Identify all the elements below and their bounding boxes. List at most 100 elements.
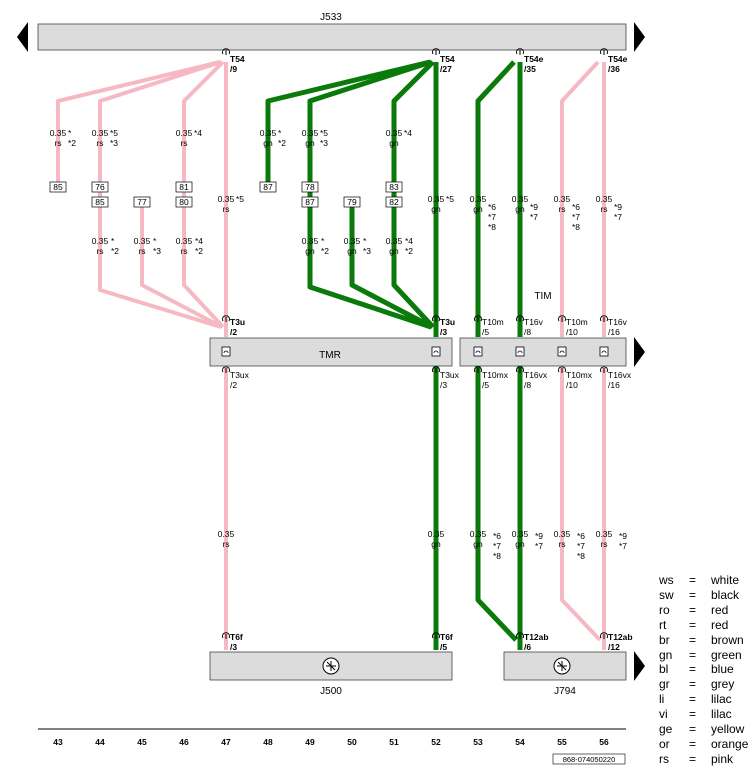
wire-label: 0.35 [428,194,445,204]
connector-icon [222,366,230,373]
column-number: 56 [599,737,609,747]
connector-layer [221,48,609,639]
legend-equals: = [689,677,697,692]
legend-row: vi=lilac [659,707,751,722]
legend-color-name: pink [711,751,734,766]
wire-label: 0.35 [134,236,151,246]
connector-icon [557,346,567,357]
wire-label: 0.35 [596,529,613,539]
wire-note: *2 [68,138,76,148]
column-number: 55 [557,737,567,747]
legend-row: or=orange [659,737,751,752]
legend-color-name: brown [711,632,744,647]
connector-top-label: T54e [608,54,628,64]
wire-note: *4 [405,236,413,246]
wire-label: 0.35 [386,128,403,138]
legend-equals: = [689,587,697,602]
arrow-right-icon[interactable] [634,22,645,52]
wire-note: *3 [153,246,161,256]
connector-arc [516,632,524,639]
legend-code: or [659,736,670,751]
component-tmr: TMR [209,337,453,367]
wire-note: * [111,236,115,246]
wire-label: 0.35 [176,128,193,138]
wire-label: 0.35 [554,194,571,204]
connector-frame [431,346,441,357]
wire-note: *7 [577,541,585,551]
wire-label: 0.35 [512,194,529,204]
wire-label: rs [54,138,61,148]
splice-box [301,196,319,208]
wire-note: *6 [572,202,580,212]
legend-equals: = [689,662,697,677]
connector-icon [432,48,440,55]
arrow-right-icon[interactable] [634,337,645,367]
wire-label: rs [138,246,145,256]
wire-note: *2 [195,246,203,256]
column-number: 47 [221,737,231,747]
column-number: 48 [263,737,273,747]
legend-color-name: orange [711,736,749,751]
wire-label: 0.35 [92,128,109,138]
wire-note: *3 [363,246,371,256]
connector-arc [475,350,481,354]
column-number: 46 [179,737,189,747]
connector-top-label: /36 [608,64,620,74]
wire-col-50 [349,206,434,330]
wire-note: *2 [321,246,329,256]
wire-label: 0.35 [428,529,445,539]
wire-note: *4 [404,128,412,138]
legend-row: rt=red [659,618,751,633]
doc-code-box [552,753,626,765]
wire-note: *3 [110,138,118,148]
wire-note: *2 [278,138,286,148]
connector-mid-bottom-label: T16vx [524,370,548,380]
connector-mid-bottom-label: T10mx [482,370,509,380]
component-j794-label: J794 [554,686,576,697]
connector-arc [600,315,608,322]
arrow-left-icon[interactable] [17,22,28,52]
connector-top-label: /35 [524,64,536,74]
connector-arc [223,350,229,354]
wire-note: *5 [320,128,328,138]
connector-mid-label: /8 [524,327,531,337]
splice-box-label: 81 [179,182,189,192]
splice-box-label: 79 [347,197,357,207]
connector-arc [474,366,482,373]
wire-label: gn [431,204,441,214]
connector-arc [222,48,230,55]
legend-code: sw [659,587,674,602]
wire-note: * [278,128,282,138]
legend-color-name: yellow [711,722,745,737]
connector-top-label: /27 [440,64,452,74]
wire-col-55-lower [560,366,602,642]
wire-note: *5 [110,128,118,138]
wire-note: *9 [530,202,538,212]
wire-label: rs [222,539,229,549]
connector-icon [516,315,524,322]
splice-box [259,181,277,193]
arrow-right-icon[interactable] [634,651,645,681]
wire-label: rs [600,539,607,549]
splice-box-label: 76 [95,182,105,192]
wire-note: *2 [405,246,413,256]
wire-label: 0.35 [302,128,319,138]
legend-row: br=brown [659,633,751,648]
connector-arc [516,48,524,55]
component-j500-label: J500 [320,686,342,697]
connector-mid-label: /16 [608,327,620,337]
column-number: 53 [473,737,483,747]
wire-note: *6 [488,202,496,212]
wire-label: 0.35 [260,128,277,138]
component-tim: TIM [459,291,627,367]
connector-bottom-label: T6f [230,632,243,642]
legend-equals: = [689,751,697,766]
legend-equals: = [689,632,697,647]
wire-label: rs [222,204,229,214]
column-number: 54 [515,737,525,747]
ground-symbol-icon [322,657,340,675]
wire-col-53-upper [475,60,516,337]
connector-icon [432,366,440,373]
wire-label: 0.35 [554,529,571,539]
connector-mid-bottom-label: /5 [482,380,489,390]
